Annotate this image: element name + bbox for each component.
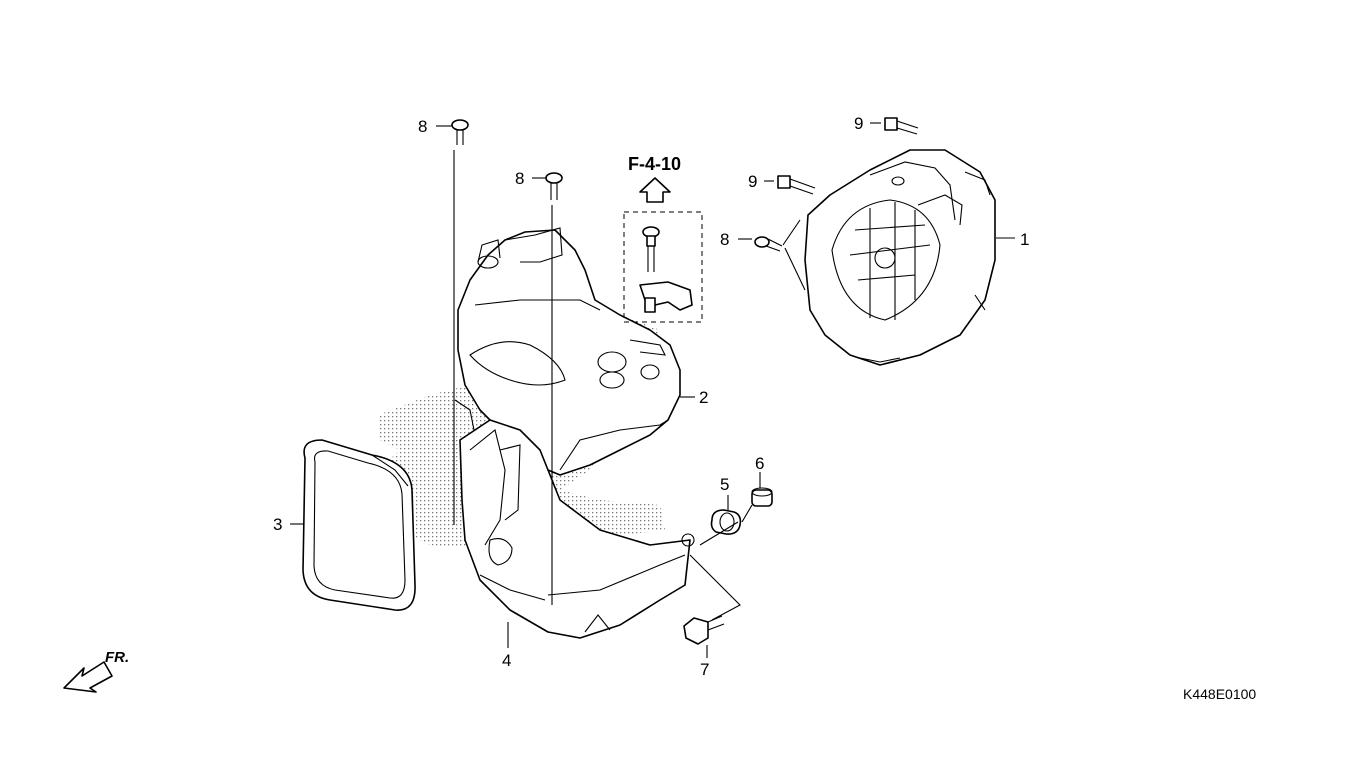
part-lower-duct [459,419,695,639]
callout-8-right: 8 [720,230,729,249]
screw-8-middle [545,172,563,200]
part-seal [302,439,416,611]
callout-3: 3 [273,515,282,534]
reference-arrow: F-4-10 [628,154,681,203]
front-label: FR. [105,649,129,666]
part-fan-cover [804,149,996,366]
callout-9-top: 9 [854,114,863,133]
reference-label: F-4-10 [628,154,681,174]
bolt-9-top [884,117,919,135]
callout-9-middle: 9 [748,172,757,191]
callout-4: 4 [502,651,511,670]
screw-8-right [754,236,783,252]
clamp-assembly [623,211,703,323]
callout-2: 2 [699,388,708,407]
bolt-7 [683,615,725,645]
bolt-9-middle [777,175,816,195]
callout-6: 6 [755,454,764,473]
callout-8-middle: 8 [515,169,524,188]
callouts: 1 2 3 4 5 6 7 8 8 8 9 9 [273,114,1029,679]
callout-1: 1 [1020,230,1029,249]
callout-5: 5 [720,475,729,494]
callout-7: 7 [700,660,709,679]
drawing-code: K448E0100 [1183,686,1256,702]
front-direction-arrow: FR. [63,649,129,693]
screw-8-left [451,119,469,145]
callout-8-left: 8 [418,117,427,136]
grommet-5 [710,509,742,535]
collar-6 [751,487,773,507]
leader-lines [290,122,1015,658]
